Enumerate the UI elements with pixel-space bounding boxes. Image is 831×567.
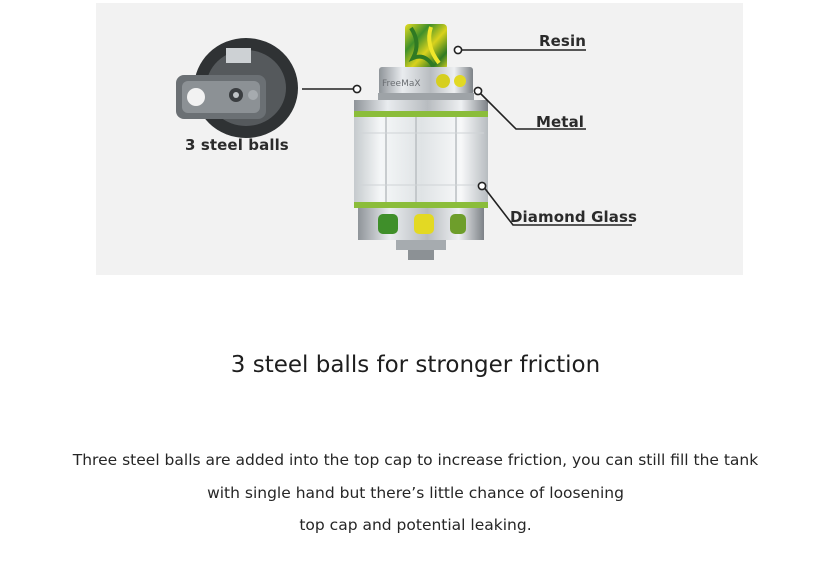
tank-image: FreeMaX (354, 24, 488, 260)
tank-illustration: FreeMaX (176, 24, 632, 260)
top-cap-image (176, 38, 298, 138)
brand-mark: FreeMaX (382, 79, 421, 89)
label-diamond-glass: Diamond Glass (510, 208, 638, 226)
description-line: top cap and potential leaking. (299, 516, 532, 534)
product-figure: FreeMaX (96, 3, 743, 275)
callout-dot-icon (477, 181, 487, 191)
description-line: with single hand but there’s little chan… (207, 483, 624, 502)
label-resin: Resin (539, 32, 586, 50)
callout-dot-icon (352, 84, 362, 94)
callout-dot-icon (473, 86, 483, 96)
callout-dot-icon (453, 45, 463, 55)
label-metal: Metal (536, 113, 585, 131)
callout-lines (302, 49, 632, 226)
label-steel-balls: 3 steel balls (185, 136, 289, 154)
section-headline: 3 steel balls for stronger friction (230, 352, 601, 378)
description-line: Three steel balls are added into the top… (72, 451, 759, 469)
section-description: Three steel balls are added into the top… (40, 444, 791, 542)
